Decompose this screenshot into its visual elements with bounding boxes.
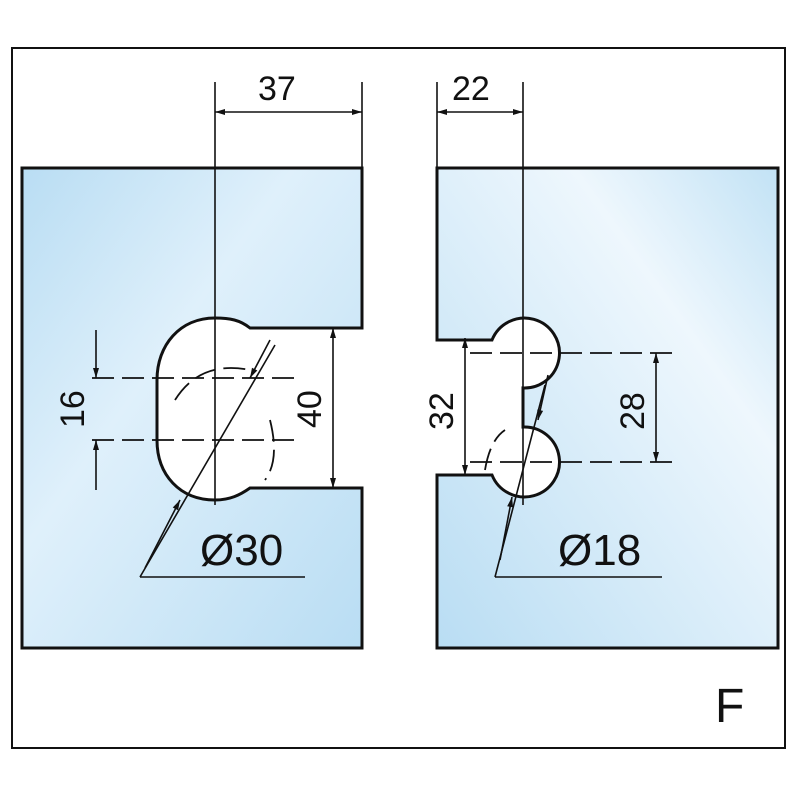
right-opening-dim: 32: [423, 392, 461, 430]
left-diameter-label: Ø30: [200, 526, 283, 575]
right-hole-spacing-dim: 28: [614, 392, 652, 430]
left-width-dim: 37: [258, 70, 296, 108]
right-dimensions: 22 32 28 Ø18: [423, 70, 672, 578]
left-opening-dim: 40: [291, 390, 329, 428]
variant-label: F: [715, 680, 744, 733]
left-dimensions: 37 16 40 Ø30: [54, 70, 363, 578]
left-hole-spacing-dim: 16: [54, 390, 92, 428]
right-diameter-label: Ø18: [558, 526, 641, 575]
right-width-dim: 22: [452, 70, 490, 108]
